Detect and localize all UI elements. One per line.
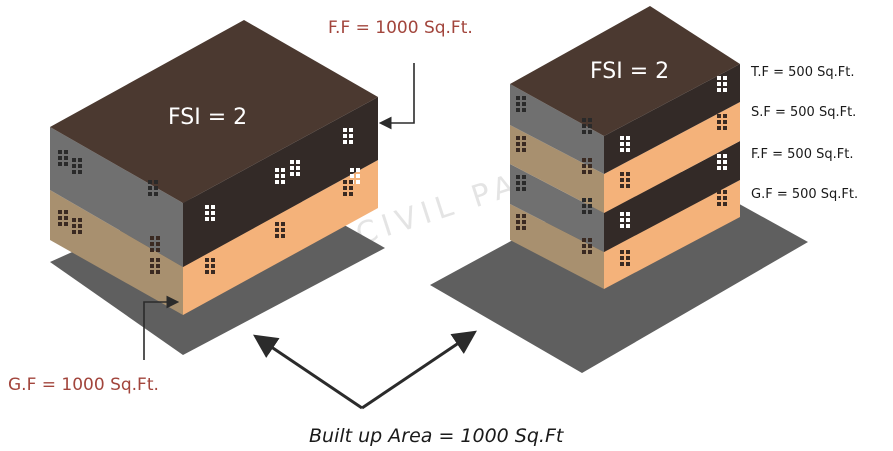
right-window-grid-8 bbox=[620, 136, 630, 152]
left-gf-label: G.F = 1000 Sq.Ft. bbox=[8, 375, 159, 395]
builtup-arrow-right bbox=[361, 330, 477, 410]
left-window-grid-12 bbox=[205, 258, 215, 274]
right-window-grid-7 bbox=[582, 238, 592, 254]
left-window-grid-9 bbox=[343, 128, 353, 144]
right-window-grid-5 bbox=[582, 158, 592, 174]
right-window-grid-3 bbox=[516, 214, 526, 230]
right-roof bbox=[510, 6, 740, 136]
left-window-grid-2 bbox=[148, 180, 158, 196]
right-window-grid-4 bbox=[582, 118, 592, 134]
right-window-grid-0 bbox=[516, 96, 526, 112]
right-gf-right-face bbox=[604, 180, 740, 289]
right-window-grid-13 bbox=[620, 250, 630, 266]
right-building bbox=[430, 6, 808, 373]
left-window-grid-8 bbox=[275, 168, 285, 184]
left-windows bbox=[58, 128, 360, 274]
right-gf-left-face bbox=[510, 204, 604, 289]
left-window-grid-1 bbox=[72, 158, 82, 174]
left-window-grid-7 bbox=[205, 205, 215, 221]
left-ff-callout-arrow bbox=[378, 63, 415, 130]
right-ff-label: F.F = 500 Sq.Ft. bbox=[751, 147, 853, 162]
right-tf-label: T.F = 500 Sq.Ft. bbox=[750, 65, 854, 80]
right-window-grid-2 bbox=[516, 175, 526, 191]
left-window-grid-13 bbox=[275, 222, 285, 238]
left-fsi-label: FSI = 2 bbox=[168, 105, 247, 130]
right-window-grid-14 bbox=[717, 114, 727, 130]
right-sf-left-face bbox=[510, 125, 604, 213]
right-fsi-label: FSI = 2 bbox=[590, 59, 669, 84]
right-tf-left-face bbox=[510, 84, 604, 174]
right-sf-right-face bbox=[604, 102, 740, 213]
left-window-grid-6 bbox=[150, 258, 160, 274]
left-ff-right-face bbox=[183, 97, 378, 267]
right-sf-label: S.F = 500 Sq.Ft. bbox=[751, 105, 856, 120]
right-ff-left-face bbox=[510, 164, 604, 252]
left-window-grid-11 bbox=[290, 160, 300, 176]
left-window-grid-4 bbox=[72, 218, 82, 234]
right-window-grid-12 bbox=[620, 172, 630, 188]
right-window-grid-11 bbox=[717, 154, 727, 170]
left-roof bbox=[50, 20, 378, 203]
right-window-grid-1 bbox=[516, 136, 526, 152]
left-ff-label: F.F = 1000 Sq.Ft. bbox=[328, 18, 473, 38]
left-window-grid-0 bbox=[58, 150, 68, 166]
left-gf-callout-arrow bbox=[143, 295, 180, 360]
left-window-grid-3 bbox=[58, 210, 68, 226]
right-window-grid-9 bbox=[620, 212, 630, 228]
builtup-area-caption: Built up Area = 1000 Sq.Ft bbox=[309, 425, 565, 447]
right-windows bbox=[516, 76, 727, 266]
left-gf-left-face bbox=[50, 190, 183, 315]
builtup-arrow-left bbox=[253, 334, 363, 410]
left-window-grid-5 bbox=[150, 236, 160, 252]
left-ff-left-face bbox=[50, 127, 183, 267]
left-window-grid-14 bbox=[343, 180, 353, 196]
right-window-grid-6 bbox=[582, 198, 592, 214]
right-window-grid-15 bbox=[717, 190, 727, 206]
left-building bbox=[50, 20, 385, 355]
right-ff-right-face bbox=[604, 141, 740, 252]
right-window-grid-10 bbox=[717, 76, 727, 92]
left-gf-right-face bbox=[183, 160, 378, 315]
right-gf-label: G.F = 500 Sq.Ft. bbox=[751, 187, 858, 202]
right-tf-right-face bbox=[604, 64, 740, 174]
